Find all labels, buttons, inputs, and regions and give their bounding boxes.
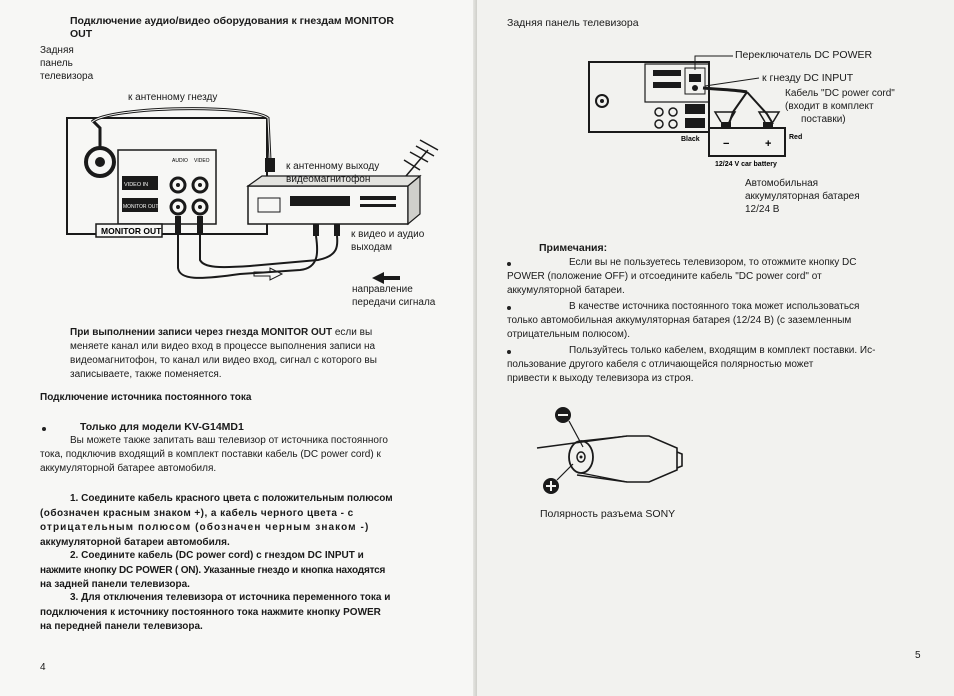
red-lead-label: Red <box>789 134 802 141</box>
dc-power-switch-label: Переключатель DC POWER <box>735 49 873 61</box>
bullet-marker <box>507 262 511 266</box>
step-3: 3. Для отключения телевизора от источник… <box>40 592 391 632</box>
bullet-marker <box>507 350 511 354</box>
av-outputs-label: к видео и аудио выходам <box>351 229 425 253</box>
page-number-left: 4 <box>40 662 46 673</box>
note-3: Пользуйтесь только кабелем, входящим в к… <box>507 345 876 384</box>
rear-panel-label-right: Задняя панель телевизора <box>507 17 639 29</box>
recording-note: При выполнении записи через гнезда MONIT… <box>70 327 377 380</box>
model-only-label: Только для модели KV-G14MD1 <box>80 421 244 433</box>
dc-section-title: Подключение источника постоянного тока <box>40 392 252 403</box>
antenna-socket-label: к антенному гнезду <box>128 92 218 103</box>
note-1: Если вы не пользуетесь телевизором, то о… <box>507 257 857 296</box>
step-1: 1. Соедините кабель красного цвета с пол… <box>40 493 393 548</box>
section-heading: Подключение аудио/видео оборудования к г… <box>70 15 394 27</box>
dc-intro-text: Вы можете также запитать ваш телевизор о… <box>40 435 388 474</box>
left-page: Подключение аудио/видео оборудования к г… <box>40 15 439 673</box>
sony-connector-polarity-diagram <box>536 407 683 494</box>
video-in-label: VIDEO IN <box>124 182 148 188</box>
dc-input-label: к гнезду DC INPUT <box>762 72 854 84</box>
signal-direction-label: направление передачи сигнала <box>352 284 436 308</box>
vcr-antenna-output-label: к антенному выходу видеомагнитофон <box>286 161 380 185</box>
sony-polarity-label: Полярность разъема SONY <box>540 508 676 520</box>
car-battery-small-label: 12/24 V car battery <box>715 161 777 168</box>
dc-battery-connection-diagram: − + Black Red 12/24 V car battery <box>588 55 802 168</box>
audio-label: AUDIO <box>172 158 188 164</box>
right-page: Задняя панель телевизора Переключатель D… <box>477 0 954 696</box>
notes-title: Примечания: <box>539 242 608 254</box>
car-battery-label: Автомобильная аккумуляторная батарея 12/… <box>745 178 860 215</box>
page-number-right: 5 <box>915 650 921 661</box>
note-2: В качестве источника постоянного тока мо… <box>507 301 860 340</box>
rear-panel-label: Задняя панель телевизора <box>40 45 94 82</box>
bullet-marker <box>42 427 46 431</box>
bullet-marker <box>507 306 511 310</box>
svg-text:−: − <box>723 138 729 150</box>
video-label: VIDEO <box>194 158 210 164</box>
step-2: 2. Соедините кабель (DC power cord) с гн… <box>40 550 386 590</box>
black-lead-label: Black <box>681 136 700 143</box>
section-heading-continued: OUT <box>70 28 93 40</box>
monitor-out-small-label: MONITOR OUT <box>123 204 158 210</box>
svg-text:+: + <box>765 138 771 150</box>
monitor-out-box-label: MONITOR OUT <box>101 226 162 236</box>
dc-power-cord-label: Кабель "DC power cord" (входит в комплек… <box>785 88 895 125</box>
monitor-out-connection-diagram: AUDIO VIDEO VIDEO IN MONITOR OUT MONITOR… <box>66 107 439 284</box>
